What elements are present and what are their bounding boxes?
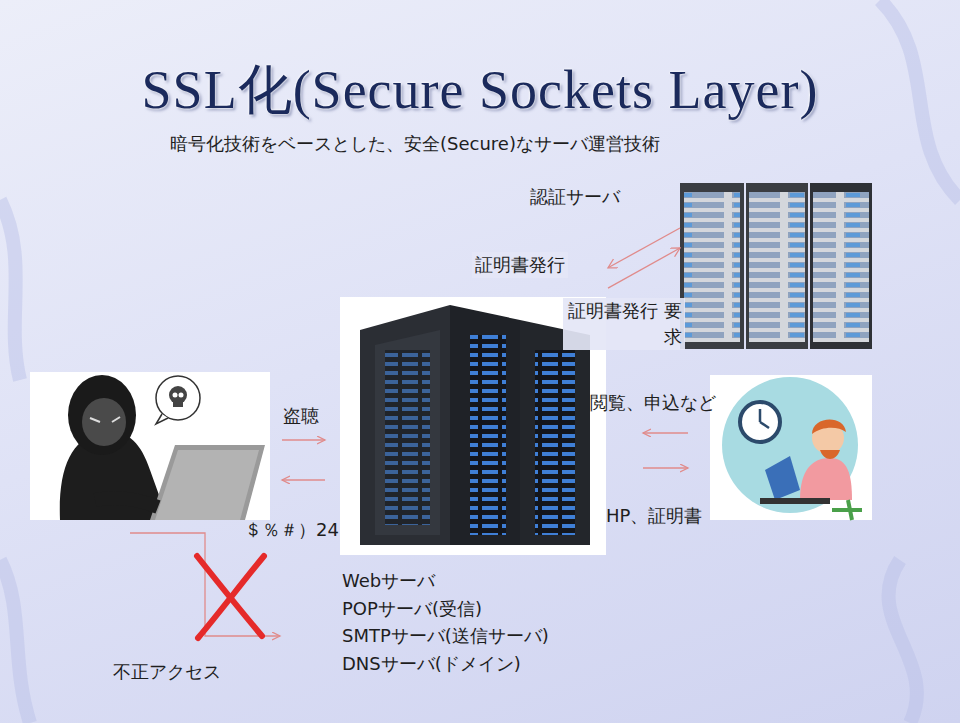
annotation-label: ＄％＃）24 (244, 517, 339, 543)
flow-arrows-part (282, 439, 325, 440)
server-illustration-part (470, 335, 506, 535)
node-text: SMTPサーバ(送信サーバ) (342, 622, 549, 650)
server-illustration-part (520, 320, 590, 545)
auth-server-illustration-part (749, 192, 805, 342)
user-illustration-part (740, 402, 780, 442)
user-illustration-part (710, 375, 872, 520)
auth-server-illustration-part (684, 192, 740, 342)
auth-server-illustration-part (680, 183, 744, 349)
hacker-illustration-part (155, 450, 259, 520)
user-illustration-part (800, 458, 852, 500)
user-illustration-part (722, 377, 858, 513)
auth-server-illustration-part (813, 192, 869, 342)
auth-server-illustration (680, 183, 872, 349)
auth-server-illustration-part (810, 183, 872, 349)
annotation-label: 不正アクセス (113, 659, 221, 685)
hacker-illustration-part (30, 372, 270, 520)
connector (608, 228, 680, 268)
hacker-illustration-part (90, 417, 120, 422)
user-illustration-part (820, 450, 840, 459)
user-illustration-part (760, 498, 830, 504)
hacker-illustration-part (156, 414, 168, 424)
blocked-cross-part (198, 556, 264, 638)
flow-arrows (130, 433, 688, 636)
auth-server-illustration-part (746, 183, 808, 349)
hacker-illustration (30, 372, 270, 520)
node-text: DNSサーバ(ドメイン) (342, 650, 521, 678)
node-text: POPサーバ(受信) (342, 595, 482, 623)
annotation-label: 盗聴 (283, 403, 319, 429)
user-illustration (710, 375, 872, 520)
connector (608, 248, 680, 288)
auth-server-node: 認証サーバ (680, 183, 872, 351)
node-text: Webサーバ (342, 567, 435, 595)
subtitle: 暗号化技術をベースとした、安全(Secure)なサーバ運営技術 (170, 131, 660, 157)
hacker-illustration-part (82, 398, 126, 446)
hacker-illustration-part (179, 393, 184, 398)
blocked-cross (197, 556, 264, 638)
hacker-illustration-part (150, 445, 265, 520)
flow-arrows-part (643, 432, 688, 433)
flow-arrows-part (643, 467, 688, 468)
edge-label: 証明書発行 要求 (563, 298, 685, 350)
hacker-illustration-part (68, 375, 136, 455)
user-illustration-part (760, 409, 769, 428)
swirl-decor-part (0, 200, 20, 380)
hacker-illustration-part (156, 376, 200, 420)
flow-arrows-part (130, 533, 280, 636)
swirl-decor-part (889, 560, 917, 723)
server-illustration-part (375, 330, 440, 535)
annotation-label: 閲覧、申込など (590, 390, 716, 416)
server-illustration-part (385, 350, 430, 525)
flow-arrows-part (282, 479, 325, 480)
edge-label: 証明書発行 (472, 252, 568, 278)
hacker-illustration-part (95, 498, 158, 507)
hacker-illustration-part (173, 393, 178, 398)
user-illustration-part (832, 500, 862, 520)
slide-title: SSL化(Secure Sockets Layer) (0, 58, 960, 122)
server-illustration-part (535, 350, 575, 535)
server-illustration-part (450, 305, 520, 545)
annotation-label: HP、証明書 (606, 503, 702, 529)
swirl-decor-part (0, 560, 30, 723)
user-illustration-part (812, 419, 846, 434)
node-text: 認証サーバ (530, 183, 620, 211)
hacker-illustration-part (173, 401, 183, 407)
swirl-decor-part (880, 0, 960, 200)
server-illustration-part (360, 305, 450, 545)
user-illustration-part (765, 456, 800, 500)
